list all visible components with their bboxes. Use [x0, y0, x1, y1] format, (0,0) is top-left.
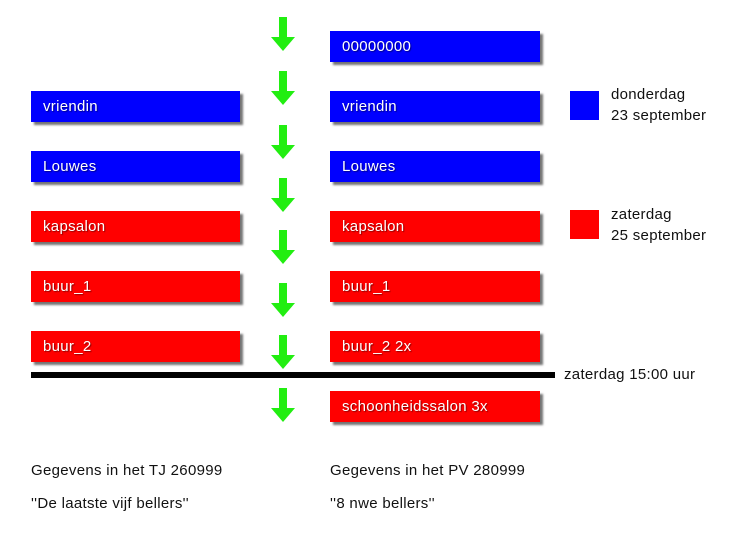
left-box-kapsalon: kapsalon	[31, 211, 240, 242]
time-divider-label: zaterdag 15:00 uur	[564, 366, 696, 383]
down-arrow-icon	[271, 283, 295, 317]
legend-day: zaterdag	[611, 206, 672, 223]
left-box-vriendin: vriendin	[31, 91, 240, 122]
right-box-louwes: Louwes	[330, 151, 540, 182]
right-caption-source: Gegevens in het PV 280999	[330, 462, 526, 479]
right-box-schoonheidssalon-3x: schoonheidssalon 3x	[330, 391, 540, 422]
left-box-buur-2: buur_2	[31, 331, 240, 362]
left-box-buur-1: buur_1	[31, 271, 240, 302]
legend-swatch-blue	[570, 91, 599, 120]
legend-label-zaterdag: zaterdag 25 september	[611, 204, 706, 246]
down-arrow-icon	[271, 71, 295, 105]
down-arrow-icon	[271, 125, 295, 159]
down-arrow-icon	[271, 388, 295, 422]
right-box-00000000: 00000000	[330, 31, 540, 62]
down-arrow-icon	[271, 17, 295, 51]
left-caption-note: ''De laatste vijf bellers''	[31, 495, 189, 512]
legend-swatch-red	[570, 210, 599, 239]
right-caption-note: ''8 nwe bellers''	[330, 495, 435, 512]
left-caption-source: Gegevens in het TJ 260999	[31, 462, 223, 479]
legend-date: 23 september	[611, 107, 707, 124]
right-box-buur-1: buur_1	[330, 271, 540, 302]
down-arrow-icon	[271, 178, 295, 212]
legend-day: donderdag	[611, 86, 686, 103]
legend-label-donderdag: donderdag 23 september	[611, 84, 706, 126]
right-box-vriendin: vriendin	[330, 91, 540, 122]
legend-date: 25 september	[611, 227, 707, 244]
left-box-louwes: Louwes	[31, 151, 240, 182]
down-arrow-icon	[271, 335, 295, 369]
down-arrow-icon	[271, 230, 295, 264]
right-box-buur-2-2x: buur_2 2x	[330, 331, 540, 362]
time-divider-line	[31, 372, 555, 378]
right-box-kapsalon: kapsalon	[330, 211, 540, 242]
